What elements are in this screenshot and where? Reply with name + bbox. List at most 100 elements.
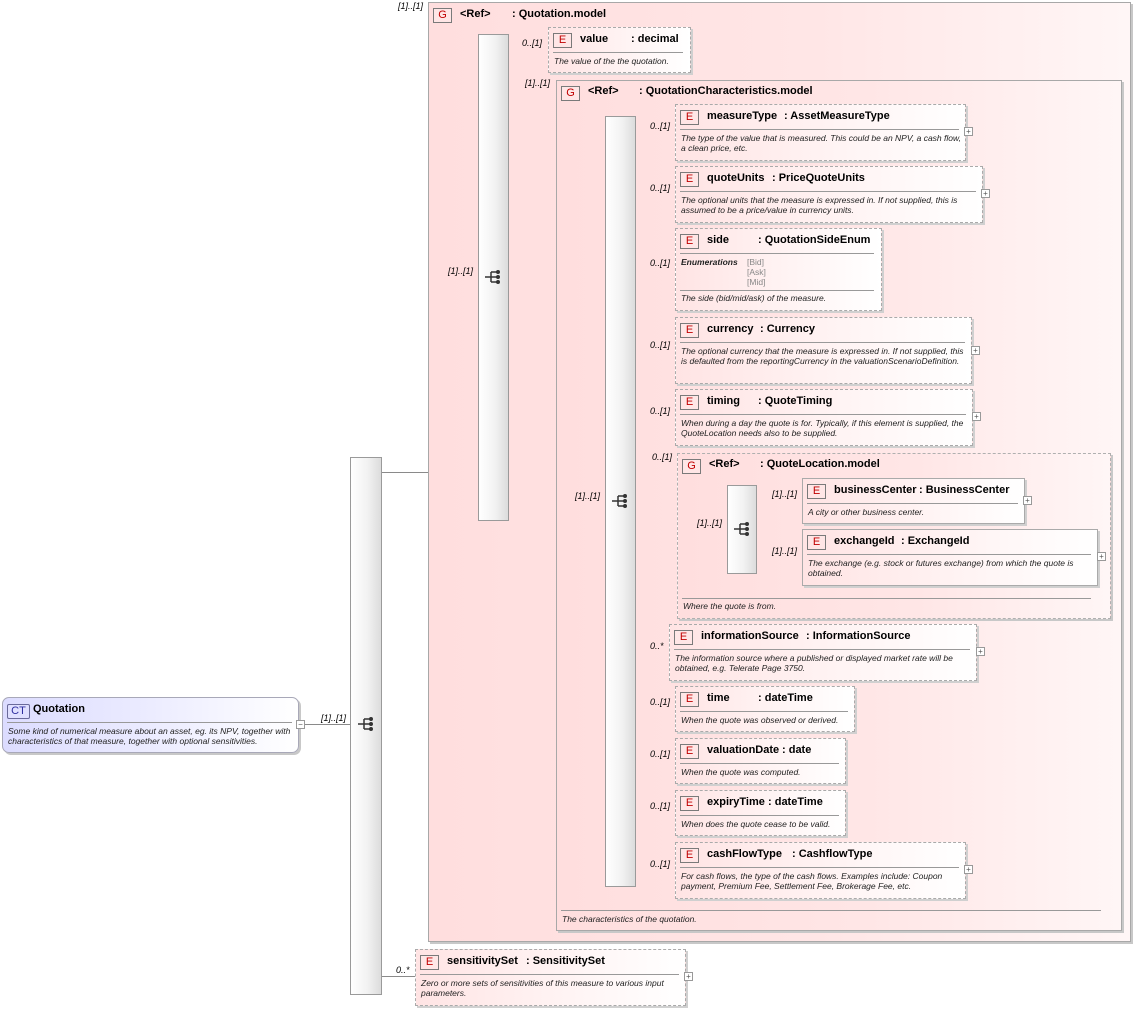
element-name: measureType bbox=[707, 110, 778, 122]
connector bbox=[381, 472, 428, 473]
element-type: : dateTime bbox=[768, 796, 823, 808]
element-doc: The exchange (e.g. stock or futures exch… bbox=[808, 558, 1074, 578]
element-badge: E bbox=[674, 630, 693, 645]
enum-value: [Bid] bbox=[747, 257, 765, 267]
plus-expand-icon[interactable]: + bbox=[976, 647, 985, 656]
element-doc: When the quote was computed. bbox=[681, 767, 801, 777]
element-business-center[interactable]: E businessCenter : BusinessCenter A city… bbox=[802, 478, 1025, 524]
separator bbox=[680, 867, 959, 868]
element-badge: E bbox=[680, 395, 699, 410]
element-badge: E bbox=[420, 955, 439, 970]
quotation-model-sequence[interactable] bbox=[478, 34, 509, 521]
sequence-compositor-icon bbox=[485, 270, 500, 284]
element-value[interactable]: E value : decimal The value of the the q… bbox=[548, 27, 691, 73]
group-type: : QuotationCharacteristics.model bbox=[639, 85, 813, 97]
separator bbox=[680, 763, 839, 764]
separator bbox=[682, 598, 1091, 599]
element-doc: When the quote was observed or derived. bbox=[681, 715, 839, 725]
element-expiry-time[interactable]: E expiryTime : dateTime When does the qu… bbox=[675, 790, 846, 836]
element-valuation-date[interactable]: E valuationDate : date When the quote wa… bbox=[675, 738, 846, 784]
element-measure-type[interactable]: E measureType : AssetMeasureType The typ… bbox=[675, 104, 966, 161]
element-timing[interactable]: E timing : QuoteTiming When during a day… bbox=[675, 389, 973, 446]
separator bbox=[807, 503, 1018, 504]
group-doc: The characteristics of the quotation. bbox=[562, 914, 697, 924]
separator bbox=[420, 974, 679, 975]
element-badge: E bbox=[807, 535, 826, 550]
element-type: : AssetMeasureType bbox=[784, 110, 890, 122]
connector bbox=[302, 724, 350, 725]
element-type: : PriceQuoteUnits bbox=[772, 172, 865, 184]
complex-type-badge: CT bbox=[7, 704, 30, 719]
group-badge: G bbox=[682, 459, 701, 474]
element-time[interactable]: E time : dateTime When the quote was obs… bbox=[675, 686, 855, 732]
main-sequence-compositor[interactable] bbox=[350, 457, 382, 995]
plus-expand-icon[interactable]: + bbox=[981, 189, 990, 198]
element-cardinality: 0..[1] bbox=[650, 258, 671, 268]
separator bbox=[680, 129, 959, 130]
element-name: sensitivitySet bbox=[447, 955, 518, 967]
sequence-compositor-icon bbox=[358, 717, 373, 731]
element-exchange-id[interactable]: E exchangeId : ExchangeId The exchange (… bbox=[802, 529, 1098, 586]
group-ref: <Ref> bbox=[460, 8, 491, 20]
element-currency[interactable]: E currency : Currency The optional curre… bbox=[675, 317, 972, 384]
element-doc: The type of the value that is measured. … bbox=[681, 133, 962, 153]
separator bbox=[680, 815, 839, 816]
element-name: time bbox=[707, 692, 730, 704]
plus-expand-icon[interactable]: + bbox=[684, 972, 693, 981]
separator bbox=[680, 290, 874, 291]
element-badge: E bbox=[680, 110, 699, 125]
element-name: businessCenter bbox=[834, 484, 917, 496]
element-type: : CashflowType bbox=[792, 848, 873, 860]
element-name: valuationDate bbox=[707, 744, 780, 756]
plus-expand-icon[interactable]: + bbox=[971, 346, 980, 355]
sequence-cardinality: [1]..[1] bbox=[697, 518, 723, 528]
plus-expand-icon[interactable]: + bbox=[964, 127, 973, 136]
separator bbox=[680, 253, 874, 254]
element-name: cashFlowType bbox=[707, 848, 782, 860]
group-ref: <Ref> bbox=[588, 85, 619, 97]
element-cardinality: 0..[1] bbox=[522, 38, 543, 48]
element-side[interactable]: E side : QuotationSideEnum Enumerations … bbox=[675, 228, 882, 311]
plus-expand-icon[interactable]: + bbox=[1097, 552, 1106, 561]
element-doc: The information source where a published… bbox=[675, 653, 953, 673]
element-type: : SensitivitySet bbox=[526, 955, 605, 967]
element-information-source[interactable]: E informationSource : InformationSource … bbox=[669, 624, 977, 681]
element-name: exchangeId bbox=[834, 535, 895, 547]
separator bbox=[561, 910, 1101, 911]
separator bbox=[807, 554, 1091, 555]
separator bbox=[680, 414, 966, 415]
element-doc: The value of the the quotation. bbox=[554, 56, 669, 66]
element-type: : date bbox=[782, 744, 812, 756]
element-badge: E bbox=[680, 692, 699, 707]
minus-collapse-icon[interactable]: − bbox=[296, 720, 305, 729]
complex-type-quotation[interactable]: CT Quotation Some kind of numerical meas… bbox=[2, 697, 299, 753]
separator bbox=[680, 191, 976, 192]
element-name: expiryTime bbox=[707, 796, 765, 808]
element-quote-units[interactable]: E quoteUnits : PriceQuoteUnits The optio… bbox=[675, 166, 983, 223]
element-cardinality: 0..[1] bbox=[650, 749, 671, 759]
characteristics-sequence[interactable] bbox=[605, 116, 636, 887]
group-cardinality: [1]..[1] bbox=[398, 1, 424, 11]
plus-expand-icon[interactable]: + bbox=[972, 412, 981, 421]
element-doc: Zero or more sets of sensitivities of th… bbox=[421, 978, 664, 998]
element-badge: E bbox=[680, 744, 699, 759]
sequence-compositor-icon bbox=[734, 522, 749, 536]
plus-expand-icon[interactable]: + bbox=[964, 865, 973, 874]
element-doc: The optional currency that the measure i… bbox=[681, 346, 964, 366]
element-cardinality: [1]..[1] bbox=[772, 489, 798, 499]
element-name: side bbox=[707, 234, 730, 246]
element-sensitivity-set[interactable]: E sensitivitySet : SensitivitySet Zero o… bbox=[415, 949, 686, 1006]
element-doc: A city or other business center. bbox=[808, 507, 925, 517]
plus-expand-icon[interactable]: + bbox=[1023, 496, 1032, 505]
enumerations-label: Enumerations bbox=[681, 257, 738, 267]
complex-type-doc: Some kind of numerical measure about an … bbox=[8, 726, 291, 746]
element-type: : Currency bbox=[760, 323, 816, 335]
element-cardinality: 0..[1] bbox=[650, 406, 671, 416]
element-cardinality: 0..[1] bbox=[650, 859, 671, 869]
group-cardinality: 0..[1] bbox=[652, 452, 673, 462]
separator bbox=[553, 52, 683, 53]
element-cash-flow-type[interactable]: E cashFlowType : CashflowType For cash f… bbox=[675, 842, 966, 899]
element-name: timing bbox=[707, 395, 740, 407]
element-name: quoteUnits bbox=[707, 172, 765, 184]
element-badge: E bbox=[553, 33, 572, 48]
